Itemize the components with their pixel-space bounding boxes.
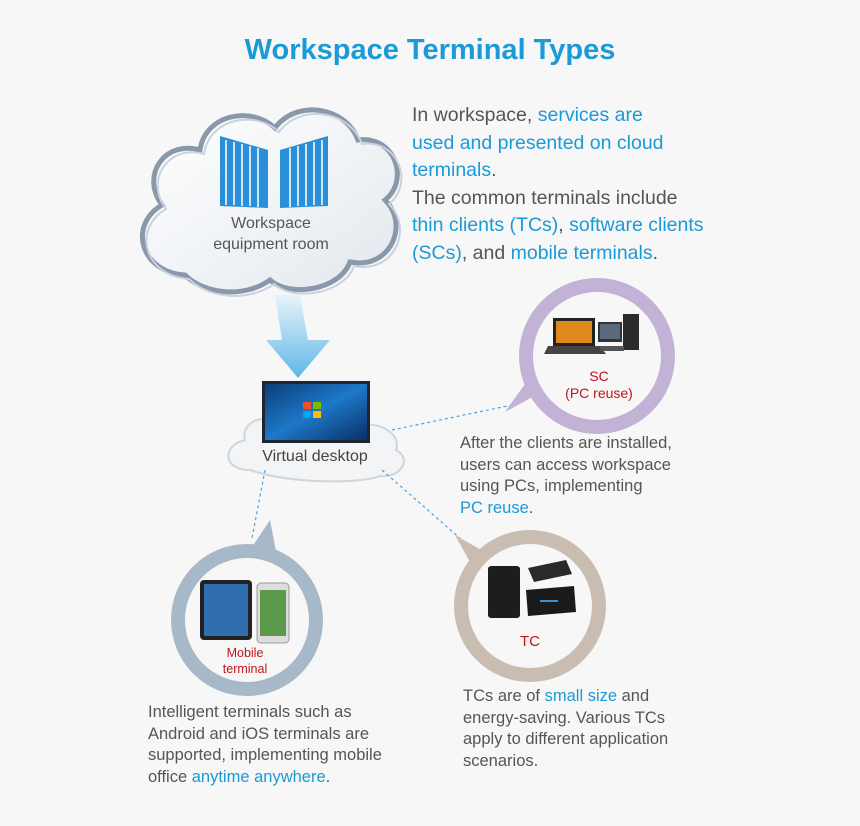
sc-description-line: users can access workspace <box>460 455 671 474</box>
mobile-label: Mobile terminal <box>207 645 283 677</box>
tc-description-line: energy-saving. Various TCs <box>463 708 666 727</box>
cloud-label-line: Workspace <box>231 215 311 232</box>
tc-label: TC <box>520 633 540 650</box>
sc-description-line: After the clients are installed, <box>460 434 672 452</box>
intro-highlight: (SCs) <box>412 241 462 264</box>
monitor-icon <box>262 381 370 443</box>
mobile-description-line: office <box>148 767 192 786</box>
tc-highlight: small size <box>544 687 618 705</box>
intro-text: In workspace, services are used and pres… <box>412 102 752 267</box>
windows-logo-icon <box>303 402 321 418</box>
intro-text-line: . <box>652 241 659 264</box>
mobile-description-line: Android and iOS terminals are <box>148 724 370 743</box>
intro-text-line: . <box>491 159 497 181</box>
sc-label: SC (PC reuse) <box>547 368 651 402</box>
intro-highlight: used and presented on cloud <box>412 131 664 154</box>
pc-icon <box>544 314 639 354</box>
sc-bubble <box>505 278 675 434</box>
thin-client-icon <box>488 560 576 618</box>
intro-text-line: The common terminals include <box>412 186 678 209</box>
sc-highlight: PC reuse <box>460 498 529 517</box>
sc-description-line: using PCs, implementing <box>460 477 643 495</box>
mobile-description-line: . <box>325 767 331 786</box>
mobile-description: Intelligent terminals such as Android an… <box>148 702 418 788</box>
mobile-description-line: supported, implementing mobile <box>148 746 382 764</box>
page-title: Workspace Terminal Types <box>244 34 616 66</box>
intro-highlight: thin clients (TCs) <box>412 214 559 236</box>
tc-description-line: scenarios. <box>463 751 539 770</box>
intro-text-line: In workspace, <box>412 104 538 126</box>
intro-highlight: services are <box>537 104 643 126</box>
cloud-label-line: equipment room <box>213 236 329 253</box>
cloud-label: Workspace equipment room <box>196 213 346 255</box>
sc-description: After the clients are installed, users c… <box>460 433 720 519</box>
equipment-room-icon <box>220 136 328 208</box>
mobile-devices-icon <box>200 580 290 644</box>
intro-text-line: , <box>558 214 570 236</box>
intro-text-line: , and <box>461 241 511 264</box>
down-arrow-icon <box>266 295 330 378</box>
workspace-cloud <box>140 107 403 297</box>
mobile-label-line: Mobile <box>226 646 264 660</box>
virtual-desktop-label: Virtual desktop <box>262 448 368 465</box>
tc-description-line: TCs are of <box>463 687 545 705</box>
tc-description: TCs are of small size and energy-saving.… <box>463 686 723 772</box>
intro-highlight: terminals <box>412 159 492 181</box>
sc-label-line: (PC reuse) <box>565 385 633 401</box>
sc-label-line: SC <box>589 368 609 384</box>
tc-description-line: apply to different application <box>463 730 669 748</box>
mobile-highlight: anytime anywhere <box>191 767 326 786</box>
intro-highlight: mobile terminals <box>510 241 653 264</box>
mobile-label-line: terminal <box>222 662 268 676</box>
mobile-description-line: Intelligent terminals such as <box>148 703 352 721</box>
intro-highlight: software clients <box>569 214 704 236</box>
connector-lines <box>251 404 513 541</box>
tc-description-line: and <box>617 687 650 705</box>
sc-description-line: . <box>528 498 534 517</box>
